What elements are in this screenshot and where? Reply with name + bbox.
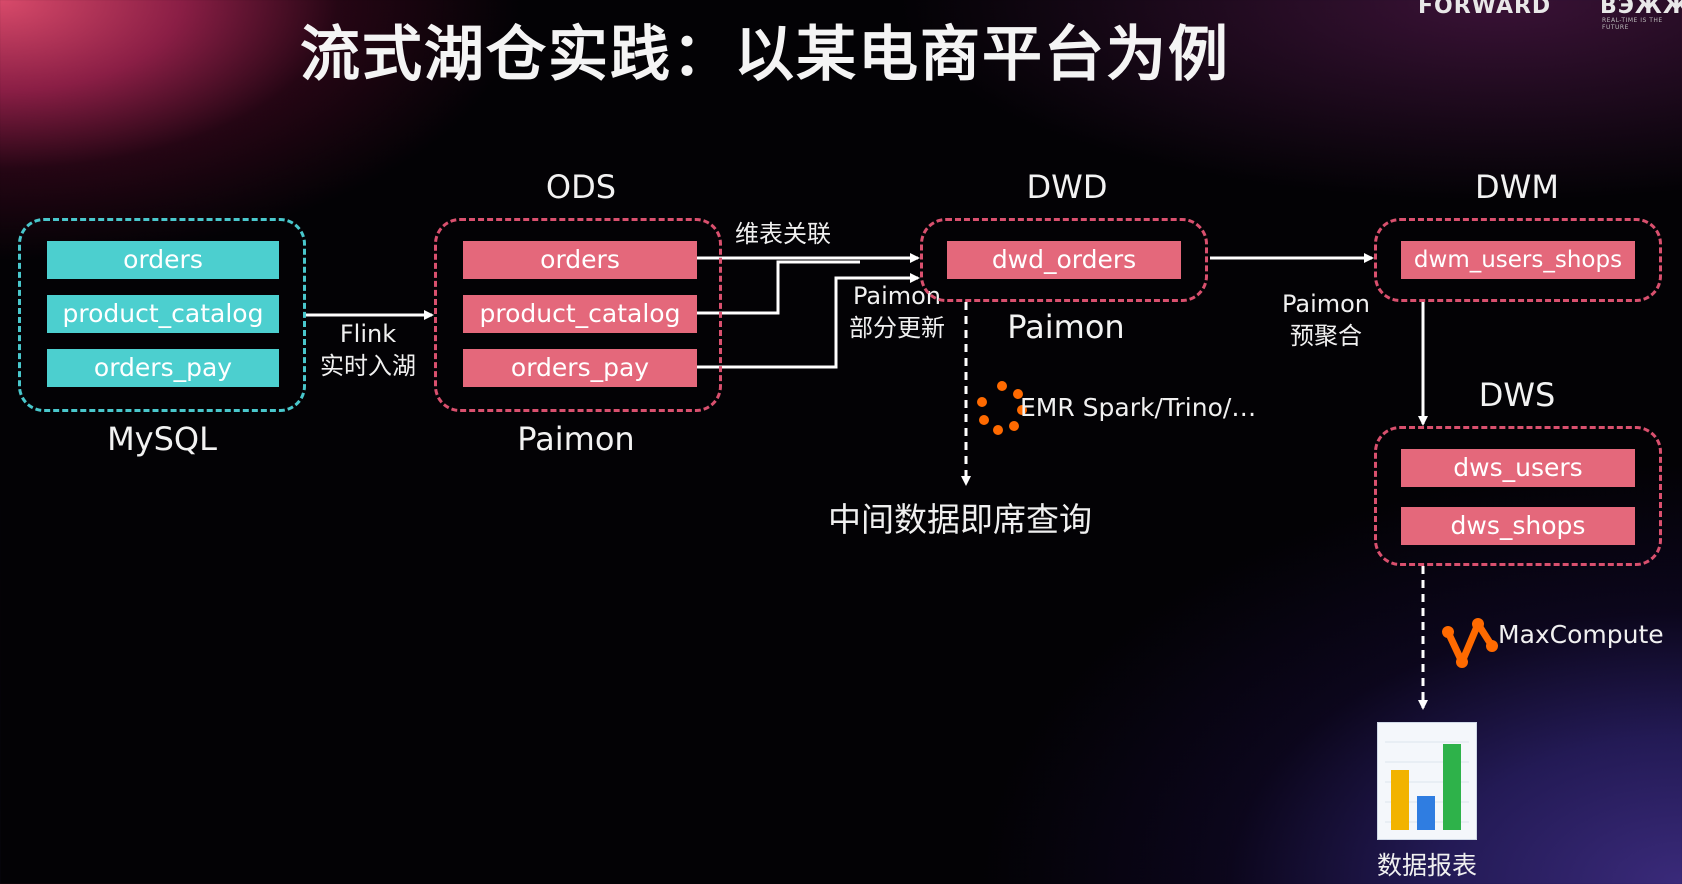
dws-group: dws_users dws_shops [1374, 426, 1662, 566]
maxcompute-label: MaxCompute [1498, 620, 1664, 649]
maxcompute-icon [1442, 618, 1498, 668]
edge-pre-agg-label: Paimon 预聚合 [1270, 288, 1382, 352]
ods-group: orders product_catalog orders_pay [434, 218, 722, 412]
edge-flink-line1: Flink [339, 320, 397, 348]
mysql-table-orders-pay: orders_pay [47, 349, 279, 387]
dws-table-shops: dws_shops [1401, 507, 1635, 545]
ods-label: ODS [545, 168, 617, 206]
edge-flink-label: Flink 实时入湖 [312, 318, 424, 382]
slide-title: 流式湖仓实践：以某电商平台为例 [300, 20, 1230, 90]
arrow-orders-pay-partial-update [696, 273, 920, 369]
dwm-group: dwm_users_shops [1374, 218, 1662, 302]
dwd-label: DWD [1026, 168, 1108, 206]
mysql-system-label: MySQL [107, 420, 217, 458]
ods-table-orders-pay: orders_pay [463, 349, 697, 387]
dws-label: DWS [1478, 376, 1556, 414]
mysql-table-product-catalog: product_catalog [47, 295, 279, 333]
report-label: 数据报表 [1376, 851, 1477, 880]
brand-logo-right: ВЭЖЖ [1600, 0, 1682, 19]
adhoc-query-label: 中间数据即席查询 [828, 500, 1092, 539]
dwd-system-label: Paimon [1007, 308, 1125, 346]
emr-icon [977, 381, 1027, 435]
bar-chart-report-icon [1377, 722, 1477, 840]
edge-partial-update-line2: 部分更新 [849, 314, 945, 342]
edge-dim-join-label: 维表关联 [735, 220, 831, 248]
ods-table-orders: orders [463, 241, 697, 279]
dwd-table-dwd-orders: dwd_orders [947, 241, 1181, 279]
mysql-table-orders: orders [47, 241, 279, 279]
dwm-table-users-shops: dwm_users_shops [1401, 241, 1635, 279]
edge-flink-line2: 实时入湖 [320, 352, 416, 380]
ods-table-product-catalog: product_catalog [463, 295, 697, 333]
dwd-group: dwd_orders [920, 218, 1208, 302]
brand-tagline: REAL-TIME IS THE FUTURE [1602, 17, 1663, 31]
dws-table-users: dws_users [1401, 449, 1635, 487]
mysql-group: orders product_catalog orders_pay [18, 218, 306, 412]
emr-label: EMR Spark/Trino/… [1020, 393, 1257, 422]
dwm-label: DWM [1475, 168, 1559, 206]
arrow-product-catalog-join [696, 260, 860, 315]
brand-logo-forward: FORWARD [1418, 0, 1552, 19]
ods-system-label: Paimon [517, 420, 635, 458]
edge-pre-agg-line2: 预聚合 [1290, 322, 1362, 350]
edge-pre-agg-line1: Paimon [1281, 290, 1371, 318]
